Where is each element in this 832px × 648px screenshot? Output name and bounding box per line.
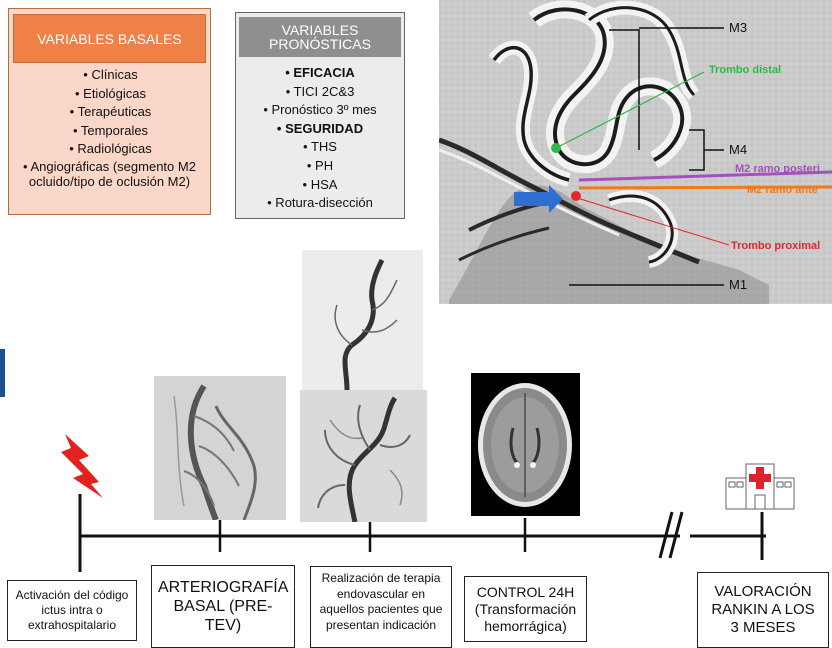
mca-anatomy-illustration [439,0,832,304]
list-item: • Rotura-disección [267,195,373,211]
label-m2-posterior: M2 ramo posteri [735,163,820,175]
blue-arrow-icon [514,185,563,213]
list-item: • TICI 2C&3 [285,83,355,99]
label-m3: M3 [729,20,748,35]
list-item: • Temporales [72,122,149,138]
hospital-icon [724,462,796,510]
list-item: • HSA [302,176,338,192]
label-trombo-distal: Trombo distal [709,64,782,76]
list-item: • Pronóstico 3º mes [263,102,377,118]
timeline-step-arteriography: ARTERIOGRAFÍA BASAL (PRE-TEV) [151,565,295,648]
basal-variables-title: VARIABLES BASALES [13,14,206,63]
lightning-bolt-icon [55,432,107,498]
distal-thrombus-marker [551,143,561,153]
label-m4: M4 [729,142,748,157]
axis-break-left [658,511,674,559]
axis-break-right [668,511,684,559]
mca-anatomy-diagram: M3 Trombo distal M4 M2 ramo posteri M2 r… [439,0,832,304]
list-item: • SEGURIDAD [276,120,364,136]
list-item: • THS [303,139,337,155]
ct-scan-image [471,373,580,516]
list-item: • Terapéuticas [69,104,152,120]
list-item: • Radiológicas [69,141,152,157]
angiography-post-illustration [300,390,427,522]
angiography-basal-illustration [154,376,286,520]
list-item: • Clínicas [83,67,138,82]
basal-variables-list: • Clínicas • Etiológicas • Terapéuticas … [9,66,212,190]
label-m1: M1 [729,277,748,292]
angiography-basal-image [154,376,286,520]
timeline-step-activation: Activación del código ictus intra o extr… [7,580,137,641]
timeline-step-rankin: VALORACIÓN RANKIN A LOS 3 MESES [697,572,829,648]
left-accent-bar [0,349,5,397]
list-item: • Angiográficas (segmento M2 ocluido/tip… [23,158,196,190]
ct-scan-illustration [471,373,580,516]
proximal-thrombus-marker [571,191,581,201]
prognostic-variables-list: • EFICACIA • TICI 2C&3 • Pronóstico 3º m… [236,64,404,213]
prognostic-variables-box: VARIABLES PRONÓSTICAS • EFICACIA • TICI … [235,12,405,219]
lightning-bolt-shape [61,434,103,498]
label-m2-anterior: M2 ramo ante [747,184,818,196]
list-item: • PH [306,157,334,173]
timeline-step-endovascular: Realización de terapia endovascular en a… [310,566,452,648]
hospital-shape [725,463,795,510]
angiography-post-image [300,390,427,522]
label-trombo-proximal: Trombo proximal [731,240,821,252]
angiography-pre-illustration [302,250,423,390]
list-item: • EFICACIA [285,65,355,80]
angiography-pre-image [302,250,423,390]
list-item: • Etiológicas [74,85,147,101]
timeline-step-control: CONTROL 24H (Transformación hemorrágica) [464,576,587,642]
basal-variables-box: VARIABLES BASALES • Clínicas • Etiológic… [8,8,211,215]
prognostic-variables-title: VARIABLES PRONÓSTICAS [239,17,401,57]
